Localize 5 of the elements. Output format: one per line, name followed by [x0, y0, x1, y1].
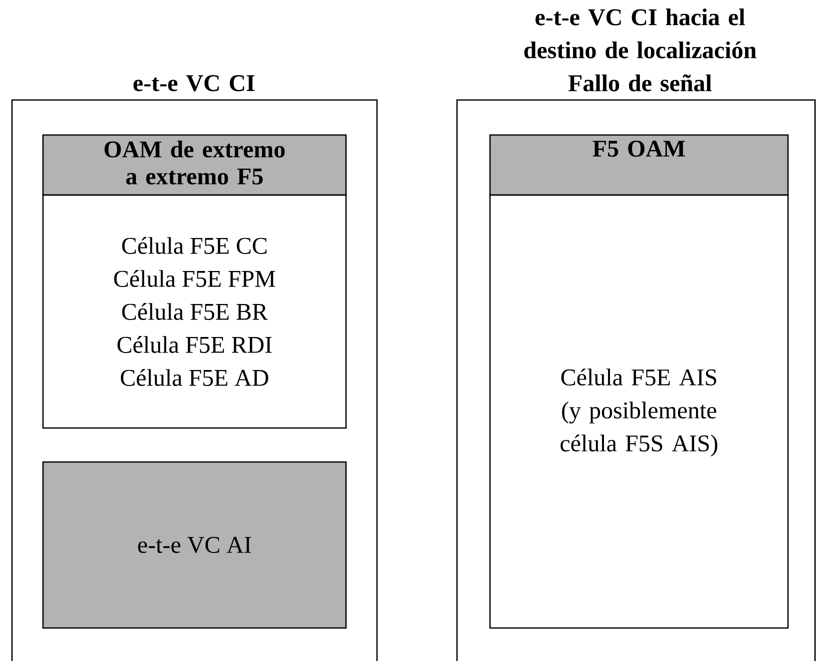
- shaded-box: e-t-e VC AI: [42, 461, 347, 629]
- panel: F5 OAM Célula F5E AIS (y posiblemente célula F5S AIS): [489, 134, 789, 629]
- node-label: OAM de extremo a extremo F5: [104, 140, 285, 185]
- node-label: F5 OAM: [592, 140, 685, 157]
- panel: OAM de extremo a extremo F5 Célula F5E CC Célula F5E FPM Célula F5E BR Célula F5E RDI Célula F5E AD: [42, 134, 347, 429]
